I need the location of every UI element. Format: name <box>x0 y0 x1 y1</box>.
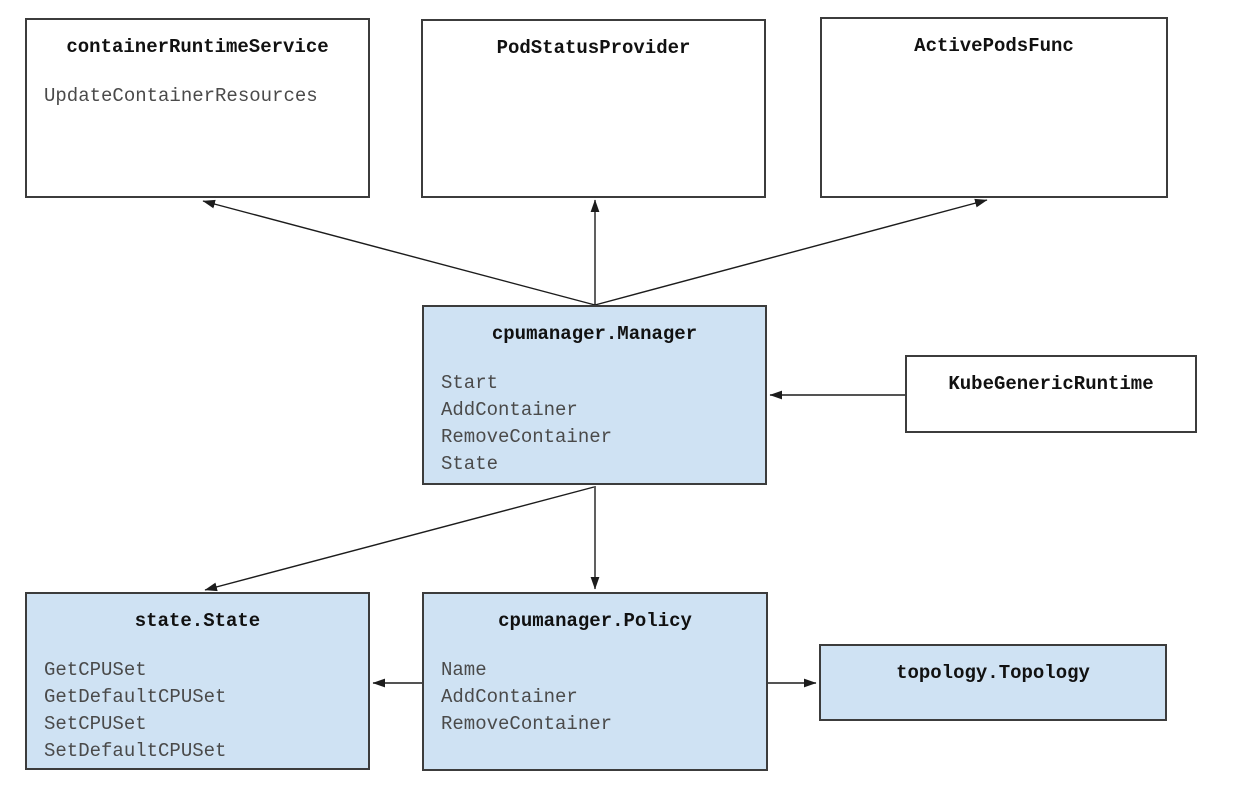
method-label: GetDefaultCPUSet <box>44 686 227 708</box>
method-label: AddContainer <box>441 399 578 421</box>
node-title: KubeGenericRuntime <box>948 373 1154 395</box>
node-title: ActivePodsFunc <box>914 35 1074 57</box>
method-label: AddContainer <box>441 686 578 708</box>
node-pod-status-provider: PodStatusProvider <box>421 19 766 198</box>
node-methods: UpdateContainerResources <box>44 83 368 110</box>
method-label: State <box>441 453 499 475</box>
connector-manager-to-container-runtime-service <box>202 199 596 306</box>
node-title: cpumanager.Policy <box>498 610 692 632</box>
method-label: UpdateContainerResources <box>44 85 318 107</box>
method-label: Start <box>441 372 499 394</box>
method-label: GetCPUSet <box>44 659 147 681</box>
method-label: SetDefaultCPUSet <box>44 740 227 762</box>
node-kube-generic-runtime: KubeGenericRuntime <box>905 355 1197 433</box>
method-label: RemoveContainer <box>441 426 613 448</box>
node-container-runtime-service: containerRuntimeService UpdateContainerR… <box>25 18 370 198</box>
node-title: cpumanager.Manager <box>491 323 698 345</box>
node-title: state.State <box>134 610 261 632</box>
node-active-pods-func: ActivePodsFunc <box>820 17 1168 198</box>
node-title: PodStatusProvider <box>496 37 691 59</box>
method-label: Name <box>441 659 487 681</box>
connector-manager-to-state-state <box>204 486 595 592</box>
method-label: RemoveContainer <box>441 713 613 735</box>
node-title: topology.Topology <box>896 662 1090 684</box>
node-topology-topology: topology.Topology <box>819 644 1167 721</box>
connector-manager-to-active-pods-func <box>594 198 988 306</box>
method-label: SetCPUSet <box>44 713 147 735</box>
node-title: containerRuntimeService <box>66 36 329 58</box>
